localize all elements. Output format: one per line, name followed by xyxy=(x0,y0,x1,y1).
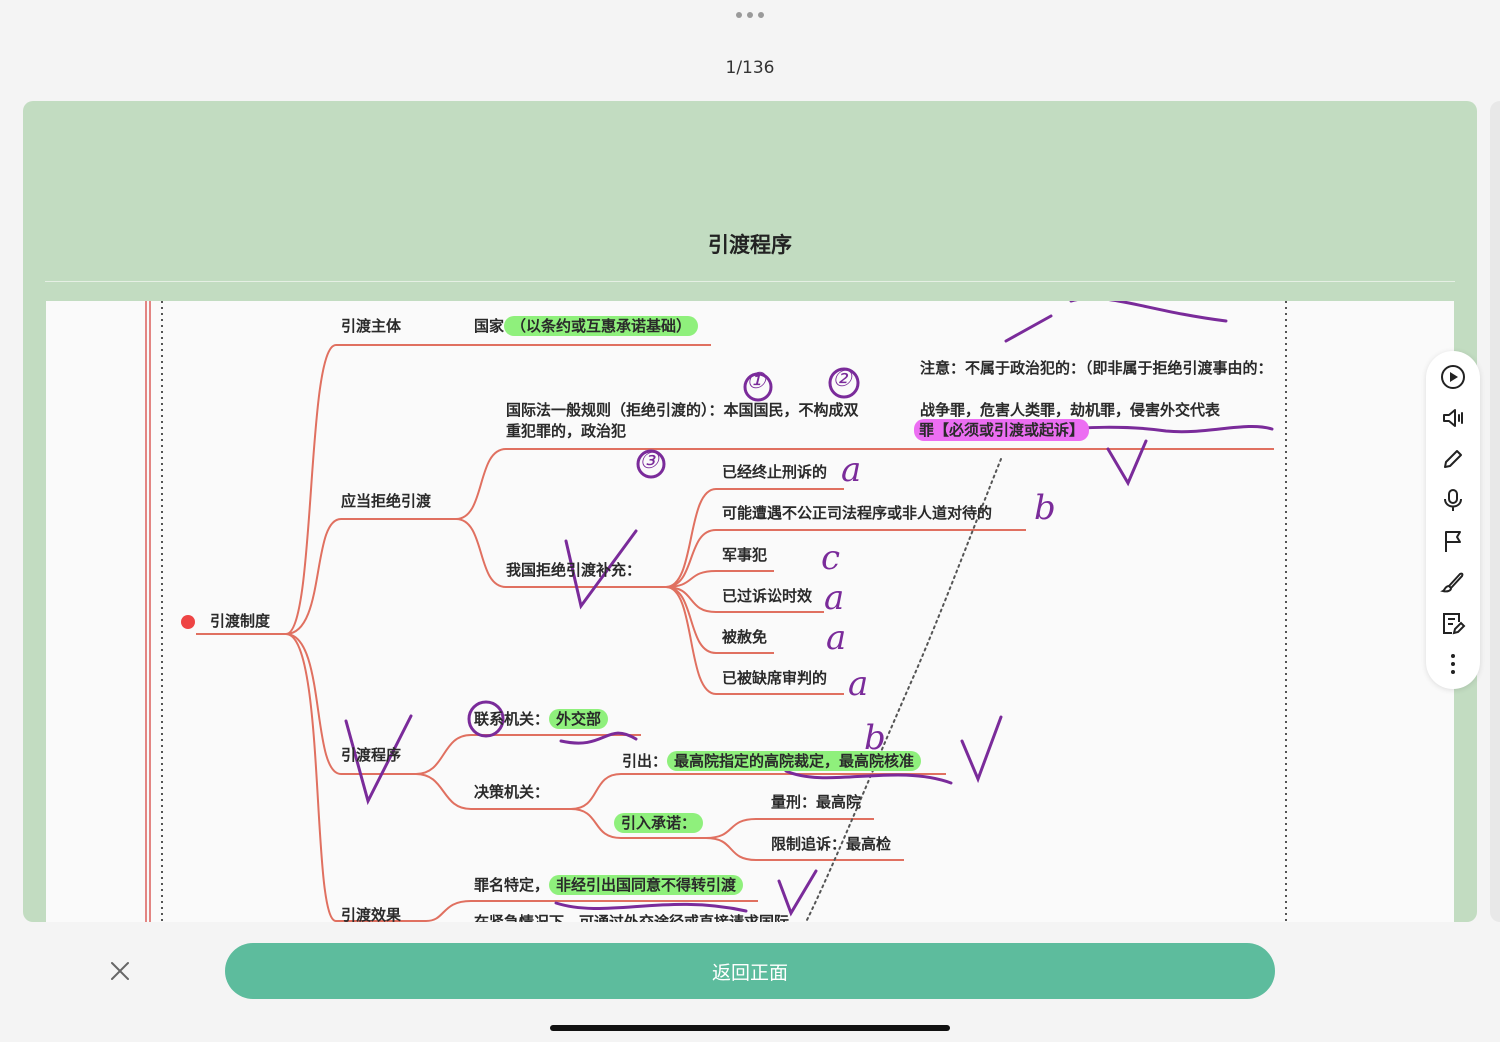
node-cn-refuse: 我国拒绝引渡补充： xyxy=(506,561,642,579)
node-sentence: 量刑：最高院 xyxy=(771,793,862,811)
mindmap-branches xyxy=(145,301,1287,922)
handwritten-mark: b xyxy=(1034,488,1056,528)
card-title: 引渡程序 xyxy=(708,233,792,257)
flag-icon[interactable] xyxy=(1439,527,1467,555)
cn-item: 已被缺席审判的 xyxy=(722,669,828,687)
extradite-out-value: 最高院指定的高院裁定，最高院核准 xyxy=(667,751,922,771)
next-card-edge[interactable] xyxy=(1490,101,1500,922)
node-note-highlight-2: 罪【必须或引渡或起诉】 xyxy=(914,419,1090,441)
more-options-icon[interactable] xyxy=(736,10,764,20)
node-decision: 决策机关： xyxy=(474,783,550,801)
mindmap-image: 引渡制度 引渡主体 应当拒绝引渡 引渡程序 引渡效果 国家（以条约或互惠承诺基础… xyxy=(46,301,1454,922)
contact-value: 外交部 xyxy=(549,709,609,729)
node-cutoff: 在紧急情况下，可通过外交途径或直接请求国际 xyxy=(474,913,790,922)
specialty-prefix: 罪名特定， xyxy=(474,876,550,894)
handwritten-circled-number: ① xyxy=(746,369,766,394)
node-extradite-out: 引出：最高院指定的高院裁定，最高院核准 xyxy=(622,751,922,772)
handwritten-mark: a xyxy=(848,664,869,704)
node-subject: 引渡主体 xyxy=(341,317,402,335)
handwritten-mark: a xyxy=(841,450,862,490)
cn-item: 已经终止刑诉的 xyxy=(722,463,828,481)
side-toolbar xyxy=(1426,351,1480,689)
node-subject-country: 国家（以条约或互惠承诺基础） xyxy=(474,316,699,337)
handwritten-circled-number: ③ xyxy=(639,449,659,474)
subject-country-prefix: 国家 xyxy=(474,317,505,335)
root-node: 引渡制度 xyxy=(210,612,271,630)
note-edit-icon[interactable] xyxy=(1439,609,1467,637)
home-indicator[interactable] xyxy=(550,1025,950,1031)
handwritten-mark: c xyxy=(821,538,841,578)
handwritten-mark: a xyxy=(826,618,847,658)
specialty-value: 非经引出国同意不得转引渡 xyxy=(549,875,744,895)
node-extradite-in: 引入承诺： xyxy=(614,813,704,834)
contact-prefix: 联系机关： xyxy=(474,710,550,728)
pencil-icon[interactable] xyxy=(1439,445,1467,473)
more-vertical-icon[interactable] xyxy=(1439,650,1467,678)
node-intl-rule: 国际法一般规则（拒绝引渡的）：本国国民，不构成双重犯罪的，政治犯 xyxy=(506,401,859,440)
node-procedure: 引渡程序 xyxy=(341,746,402,764)
microphone-icon[interactable] xyxy=(1439,486,1467,514)
node-effect: 引渡效果 xyxy=(341,906,402,922)
handwritten-mark: a xyxy=(824,578,845,618)
handwritten-mark: b xyxy=(864,718,886,758)
play-icon[interactable] xyxy=(1439,363,1467,391)
note-highlight-2-text: 罪【必须或引渡或起诉】 xyxy=(914,419,1090,441)
node-specialty: 罪名特定，非经引出国同意不得转引渡 xyxy=(474,875,744,896)
subject-country-basis: （以条约或互惠承诺基础） xyxy=(504,316,699,336)
handwritten-circled-number: ② xyxy=(832,367,852,392)
node-note-highlight-1: 战争罪，危害人类罪，劫机罪，侵害外交代表 xyxy=(920,401,1221,419)
flashcard-back: 引渡程序 xyxy=(23,101,1477,922)
page-counter: 1/136 xyxy=(725,58,775,78)
close-icon[interactable] xyxy=(105,956,135,986)
extradite-out-prefix: 引出： xyxy=(622,752,668,770)
node-limit-prosecution: 限制追诉：最高检 xyxy=(771,835,892,853)
cn-item: 军事犯 xyxy=(722,546,768,564)
node-contact: 联系机关：外交部 xyxy=(474,709,609,730)
node-note: 注意：不属于政治犯的：（即非属于拒绝引渡事由的： xyxy=(920,359,1273,377)
brush-icon[interactable] xyxy=(1439,568,1467,596)
cn-item: 已过诉讼时效 xyxy=(722,587,813,605)
node-refuse: 应当拒绝引渡 xyxy=(341,492,432,510)
title-divider xyxy=(45,281,1455,282)
back-to-front-button[interactable]: 返回正面 xyxy=(225,943,1275,999)
cn-item: 被赦免 xyxy=(722,628,768,646)
speaker-icon[interactable] xyxy=(1439,404,1467,432)
cn-item: 可能遭遇不公正司法程序或非人道对待的 xyxy=(722,504,993,522)
extradite-in-text: 引入承诺： xyxy=(614,813,704,833)
root-node-dot xyxy=(181,615,195,629)
